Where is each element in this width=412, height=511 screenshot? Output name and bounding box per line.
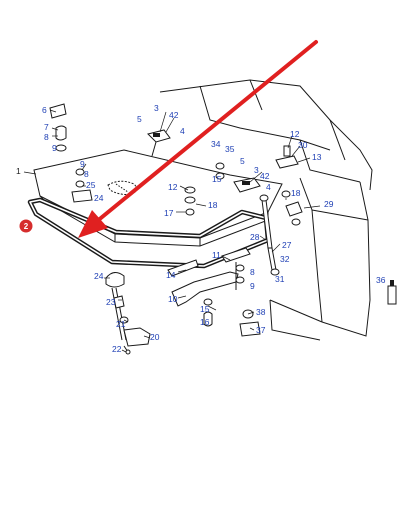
callout-24b: 24 [94, 271, 104, 281]
callout-15: 15 [212, 174, 222, 184]
callout-5: 5 [137, 114, 142, 124]
callout-35: 35 [225, 144, 235, 154]
callout-32: 32 [280, 254, 290, 264]
callout-1: 1 [16, 166, 21, 176]
callout-15b: 15 [200, 304, 210, 314]
callout-4: 4 [180, 126, 185, 136]
latch-rod [105, 272, 151, 355]
callout-21: 21 [116, 319, 126, 329]
callout-9c: 9 [250, 281, 255, 291]
red-pointer-arrow [78, 40, 318, 238]
callout-42b: 42 [260, 171, 270, 181]
bracket-top-left [49, 103, 67, 152]
leader-lines [23, 109, 321, 353]
callout-14: 14 [166, 270, 176, 280]
callout-36: 36 [376, 275, 386, 285]
gas-strut [259, 190, 303, 276]
callout-37: 37 [256, 325, 266, 335]
callout-9: 9 [52, 143, 57, 153]
cab-frame [159, 79, 373, 341]
callout-8b: 8 [84, 169, 89, 179]
callout-8c: 8 [250, 267, 255, 277]
callout-30: 30 [298, 140, 308, 150]
callout-17: 17 [164, 208, 174, 218]
latch-left [71, 168, 93, 203]
callout-25: 25 [86, 180, 96, 190]
part-2-badge: 2 [19, 219, 33, 233]
callout-20: 20 [150, 332, 160, 342]
handle [167, 247, 251, 307]
bottle-36 [387, 280, 397, 305]
callout-9: 9 [80, 159, 85, 169]
hinge-left [147, 129, 171, 157]
callout-24: 24 [94, 193, 104, 203]
callout-18b: 18 [291, 188, 301, 198]
hinge-right [233, 177, 261, 193]
callout-23: 23 [106, 297, 116, 307]
callout-38: 38 [256, 307, 266, 317]
callout-10: 10 [168, 294, 178, 304]
callout-11: 11 [212, 250, 221, 260]
callout-3b: 3 [254, 165, 259, 175]
callout-22: 22 [112, 344, 122, 354]
callout-13: 13 [312, 152, 322, 162]
callout-12b: 12 [168, 182, 178, 192]
callout-31: 31 [275, 274, 285, 284]
callout-29: 29 [324, 199, 334, 209]
callout-18: 18 [208, 200, 218, 210]
callout-28: 28 [250, 232, 260, 242]
callout-labels: 1 3 42 5 4 6 7 8 9 12 30 13 34 35 3 42 4… [16, 103, 386, 354]
callout-6: 6 [42, 105, 47, 115]
callout-4b: 4 [266, 182, 271, 192]
callout-16: 16 [200, 317, 210, 327]
callout-8: 8 [44, 132, 49, 142]
callout-34: 34 [211, 139, 221, 149]
fasteners-lower [203, 298, 261, 337]
callout-27: 27 [282, 240, 292, 250]
bracket-top-right [275, 145, 299, 169]
callout-5b: 5 [240, 156, 245, 166]
callout-12: 12 [290, 129, 300, 139]
part-2-badge-label: 2 [24, 222, 29, 231]
callout-42: 42 [169, 110, 179, 120]
callout-3: 3 [154, 103, 159, 113]
washers-center [184, 162, 225, 216]
callout-7: 7 [44, 122, 49, 132]
cover-plate [33, 149, 283, 247]
